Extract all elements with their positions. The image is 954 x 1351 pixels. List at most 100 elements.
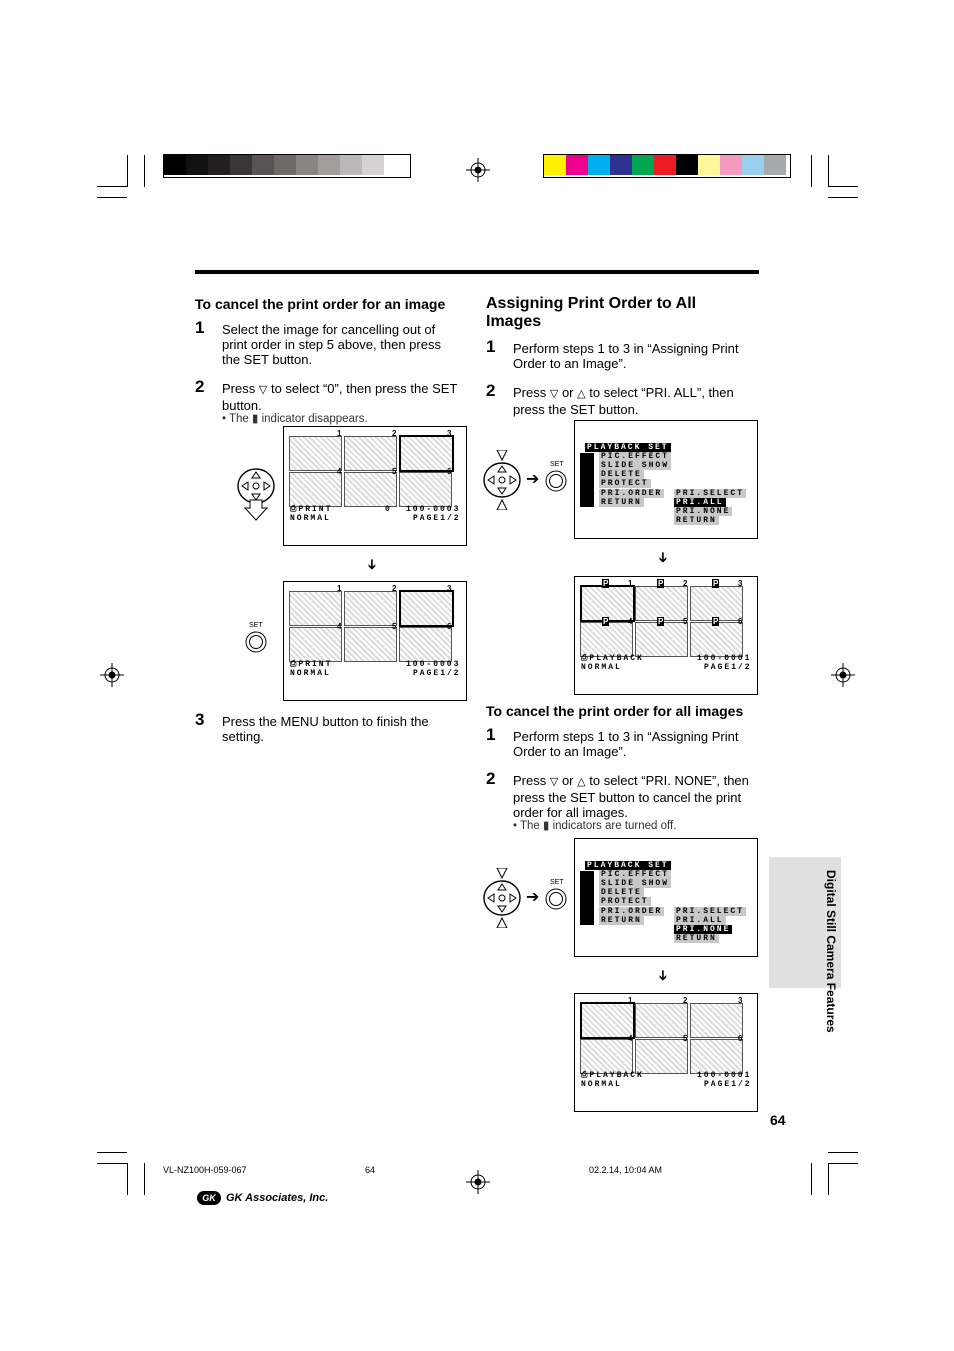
thumb-number: 3: [447, 584, 452, 593]
color-swatch: [742, 155, 764, 175]
up-triangle-icon: △: [577, 388, 586, 400]
page-number: 64: [770, 1112, 786, 1128]
set-button-icon: [245, 631, 267, 653]
thumb-number: 5: [392, 622, 397, 631]
step-number: 3: [195, 710, 205, 729]
color-swatch: [384, 155, 406, 175]
step-text: Perform steps 1 to 3 in “Assigning Print…: [513, 341, 739, 371]
color-swatch: [588, 155, 610, 175]
thumb-number: 2: [683, 996, 688, 1005]
crop-mark: [828, 186, 858, 187]
quality-label: NORMAL: [290, 514, 331, 523]
thumbnail: [690, 622, 743, 657]
note-part: • The: [513, 820, 540, 832]
crop-mark: [828, 1163, 858, 1164]
down-triangle-icon: ▽: [549, 776, 559, 788]
color-swatch: [296, 155, 318, 175]
note: • The ▮ indicator disappears.: [222, 411, 368, 425]
quality-label: NORMAL: [290, 669, 331, 678]
menu-icon-strip: [580, 453, 594, 507]
arrow-down-icon: ➔: [655, 551, 672, 564]
registration-mark-icon: [466, 1170, 490, 1194]
lcd-screen: 1 2 3 4 5 6 ⎙PLAYBACK 100-0001 NORMAL PA…: [574, 993, 758, 1112]
thumbnail: [344, 591, 397, 626]
company-logo: GK: [197, 1191, 221, 1205]
color-swatch: [544, 155, 566, 175]
print-marker: P: [657, 579, 665, 588]
print-icon: ⎙: [290, 505, 299, 514]
color-swatch: [610, 155, 632, 175]
print-marker: P: [712, 579, 720, 588]
note-part: indicators are turned off.: [552, 820, 677, 832]
lcd-screen: 1 2 3 4 5 6 P P P P P P ⎙PLAYBACK 100-00…: [574, 576, 758, 695]
step-number: 1: [195, 318, 205, 337]
step-number: 2: [195, 377, 205, 396]
thumbnail: [289, 436, 342, 471]
page-label: PAGE1/2: [704, 1080, 752, 1089]
thumbnail: [344, 627, 397, 662]
menu-item: DELETE: [599, 470, 644, 479]
print-marker: P: [602, 617, 610, 626]
step-text: Press ▽ or △ to select “PRI. NONE”, then…: [513, 773, 758, 820]
lcd-screen: 1 2 3 4 5 6 ⎙PRINT 100-0003 NORMAL PAGE1…: [283, 581, 467, 701]
menu-screen: PLAYBACK SET PIC.EFFECT SLIDE SHOW DELET…: [574, 838, 758, 957]
file-number: 100-0003: [406, 660, 461, 669]
set-label: SET: [550, 879, 564, 886]
thumbnail-selected: [399, 590, 454, 627]
down-triangle-icon: ▽: [549, 388, 559, 400]
menu-item: DELETE: [599, 888, 644, 897]
color-swatch: [566, 155, 588, 175]
page-label: PAGE1/2: [413, 514, 461, 523]
thumbnail: [690, 586, 743, 621]
crop-mark: [144, 155, 145, 187]
color-swatch: [720, 155, 742, 175]
arrow-right-icon: ➔: [526, 471, 540, 488]
print-indicator-icon: ▮: [252, 413, 259, 425]
thumbnail: [690, 1003, 743, 1038]
thumb-number: 1: [628, 996, 633, 1005]
crop-mark: [97, 1163, 127, 1164]
thumbnail: [399, 627, 452, 662]
color-swatch: [208, 155, 230, 175]
set-label: SET: [550, 461, 564, 468]
submenu-item: RETURN: [674, 516, 719, 525]
submenu-item: PRI.ALL: [674, 916, 726, 925]
thumb-number: 5: [392, 467, 397, 476]
thumb-number: 6: [738, 1034, 743, 1043]
menu-item: PRI.ORDER: [599, 489, 665, 498]
thumb-number: 2: [392, 584, 397, 593]
menu-item: PROTECT: [599, 479, 651, 488]
step-text-part: or: [561, 773, 574, 788]
mode-label: ⎙PLAYBACK: [581, 654, 644, 663]
print-indicator-icon: ▮: [543, 820, 550, 832]
menu-item: RETURN: [599, 916, 644, 925]
thumb-number: 4: [337, 467, 342, 476]
crop-mark: [828, 1152, 858, 1153]
thumb-number: 6: [447, 467, 452, 476]
thumb-number: 2: [392, 429, 397, 438]
thumb-number: 1: [337, 429, 342, 438]
menu-item: PRI.ORDER: [599, 907, 665, 916]
step-number: 1: [486, 337, 496, 356]
cancel-image-heading: To cancel the print order for an image: [195, 296, 446, 312]
color-swatch: [676, 155, 698, 175]
menu-screen: PLAYBACK SET PIC.EFFECT SLIDE SHOW DELET…: [574, 420, 758, 539]
footer-page: 64: [365, 1165, 376, 1175]
file-number: 100-0001: [697, 654, 752, 663]
mode-text: PLAYBACK: [589, 654, 644, 663]
color-swatch: [764, 155, 786, 175]
crop-mark: [97, 186, 127, 187]
thumbnail-selected: [580, 1002, 635, 1039]
crop-mark: [828, 155, 829, 187]
top-rule: [195, 270, 759, 274]
registration-mark-icon: [466, 158, 490, 182]
thumb-number: 6: [738, 617, 743, 626]
step-text: Press ▽ or △ to select “PRI. ALL”, then …: [513, 385, 758, 417]
submenu-item: PRI.SELECT: [674, 489, 747, 498]
thumbnail: [289, 627, 342, 662]
print-marker: P: [712, 617, 720, 626]
footer-date: 02.2.14, 10:04 AM: [589, 1165, 663, 1175]
color-swatch: [340, 155, 362, 175]
thumb-number: 3: [738, 996, 743, 1005]
cancel-all-heading: To cancel the print order for all images: [486, 703, 744, 719]
